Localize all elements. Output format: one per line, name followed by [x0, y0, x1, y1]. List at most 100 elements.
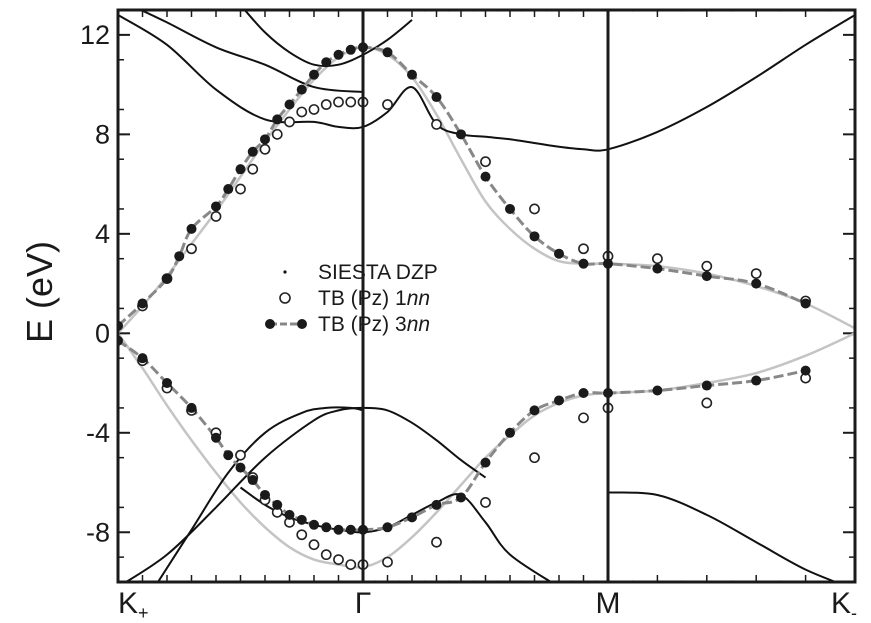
tb-pz-3nn-upper-point [223, 184, 234, 195]
tb-pz-3nn-lower-point [186, 402, 197, 413]
tb-pz-1nn-lower-point [578, 412, 589, 424]
tb-pz-3nn-upper-point [800, 298, 811, 309]
tb-pz-3nn-upper-point [272, 114, 283, 125]
tb-pz-1nn-upper-point [259, 143, 271, 155]
tb-pz-1nn-upper-point [284, 116, 295, 128]
tb-pz-3nn-lower-point [456, 492, 466, 503]
tb-pz-3nn-upper-point [480, 171, 491, 182]
tb-pz-3nn-upper-point [260, 134, 270, 145]
tb-pz-3nn-lower-point [272, 499, 283, 510]
y-tick-label: -4 [86, 418, 110, 448]
tb-pz-3nn-upper-point [296, 84, 307, 95]
tb-pz-1nn-upper-point [382, 99, 393, 110]
tb-pz-3nn-upper-point [382, 47, 393, 58]
tb-pz-3nn-lower-point [800, 365, 811, 376]
legend-marker-filled-circle [297, 319, 307, 329]
tb-pz-3nn-lower-point [751, 375, 762, 386]
markers-layer [118, 10, 832, 582]
tb-pz-1nn-upper-point [652, 253, 663, 265]
tb-pz-3nn-lower-point [505, 427, 515, 438]
tb-pz-1nn-upper-point [333, 96, 344, 108]
tb-pz-3nn-upper-line [118, 45, 807, 327]
siesta-dzp-sigma-7-line [607, 491, 839, 582]
tb-pz-1nn-lower-point [431, 536, 442, 548]
tb-pz-1nn-lower-point [235, 449, 246, 461]
y-tick-label: 8 [95, 119, 110, 149]
tb-pz-3nn-lower-point [137, 353, 148, 364]
tb-pz-1nn-upper-point [320, 99, 332, 110]
tb-pz-1nn-lower-point [382, 556, 393, 568]
tb-pz-3nn-upper-point [247, 146, 258, 157]
tb-pz-3nn-lower-point [211, 432, 221, 443]
tb-pz-3nn-lower-point [284, 509, 295, 520]
tb-pz-3nn-lower-point [260, 489, 270, 500]
x-tick-label: M [596, 587, 621, 620]
legend: SIESTA DZP TB (Pz) 1nn TB (Pz) 3nn [265, 261, 438, 336]
x-tick-label: K+ [118, 587, 149, 623]
legend-label: TB (Pz) 3nn [318, 313, 430, 336]
tb-pz-3nn-lower-point [223, 450, 234, 461]
tb-pz-1nn-upper-point [431, 119, 442, 130]
tb-pz-1nn-lower-point [296, 529, 308, 541]
tb-pz-3nn-upper-point [284, 99, 295, 110]
tb-pz-3nn-upper-point [333, 49, 344, 60]
legend-label: TB (Pz) 1nn [318, 287, 430, 310]
tb-pz-1nn-upper-point [247, 163, 259, 175]
tb-pz-1nn-lower-point [345, 559, 357, 570]
tb-pz-1nn-upper-point [345, 96, 357, 108]
legend-label: SIESTA DZP [318, 261, 438, 284]
tb-pz-3nn-upper-point [554, 248, 564, 259]
tb-pz-3nn-lower-point [382, 522, 393, 533]
tb-pz-3nn-upper-point [137, 298, 148, 309]
tb-pz-3nn-upper-point [701, 271, 712, 282]
tb-pz-3nn-upper-point [529, 231, 540, 242]
siesta-dzp-sigma-6-line [239, 486, 553, 582]
tb-pz-3nn-lower-point [652, 385, 663, 396]
tick-marks [118, 10, 855, 582]
tb-pz-1nn-upper-point [235, 183, 246, 195]
legend-marker-open-circle [279, 292, 291, 304]
y-tick-label: 0 [95, 318, 110, 348]
tb-pz-3nn-lower-point [333, 524, 344, 535]
plot-frame [116, 8, 857, 584]
tb-pz-3nn-upper-point [186, 223, 197, 234]
tb-pz-3nn-upper-point [751, 278, 762, 289]
y-tick-label: -8 [86, 517, 110, 547]
tb-pz-1nn-upper-point [750, 268, 762, 280]
tb-pz-3nn-lower-point [529, 405, 540, 416]
tb-pz-3nn-upper-point [321, 57, 332, 68]
tb-pz-1nn-lower-point [320, 549, 332, 561]
tb-pz-1nn-lower-point [701, 397, 713, 409]
siesta-dzp-sigma-1-line [118, 14, 855, 152]
tb-pz-3nn-lower-point [235, 462, 246, 473]
tb-pz-1nn-upper-point [308, 104, 320, 115]
tb-pz-3nn-lower-point [296, 514, 307, 525]
tb-pz-3nn-lower-point [345, 524, 356, 535]
tb-pz-3nn-lower-point [247, 475, 258, 486]
tb-pz-3nn-upper-point [235, 164, 246, 175]
tb-pz-3nn-upper-point [578, 258, 589, 269]
tb-pz-3nn-lower-point [309, 519, 319, 530]
tb-pz-3nn-upper-point [407, 69, 417, 80]
plot-border [116, 8, 857, 584]
tb-pz-1nn-upper-point [480, 156, 491, 168]
tb-pz-3nn-upper-point [162, 273, 172, 284]
tb-pz-1nn-upper-point [186, 243, 197, 255]
tb-pz-1nn-upper-point [296, 106, 308, 118]
legend-marker-filled-circle [265, 319, 275, 329]
tb-pz-3nn-upper-point [431, 92, 442, 103]
tb-pz-3nn-upper-point [345, 44, 356, 55]
legend-marker-dot [283, 270, 287, 274]
tb-pz-1nn-upper-point [210, 211, 222, 222]
tb-pz-3nn-lower-point [554, 395, 564, 406]
tb-pz-3nn-upper-point [456, 129, 466, 140]
tb-pz-1nn-upper-point [271, 128, 283, 140]
siesta-dzp-sigma-5-line [156, 406, 364, 582]
tb-pz-1nn-upper-point [529, 203, 540, 215]
tb-pz-3nn-lower-point [480, 457, 491, 468]
tb-pz-3nn-lower-point [407, 512, 417, 523]
tb-pz-1nn-lower-point [333, 554, 344, 566]
tb-pz-1nn-lower-point [529, 452, 540, 464]
tb-pz-3nn-lower-point [321, 522, 332, 533]
